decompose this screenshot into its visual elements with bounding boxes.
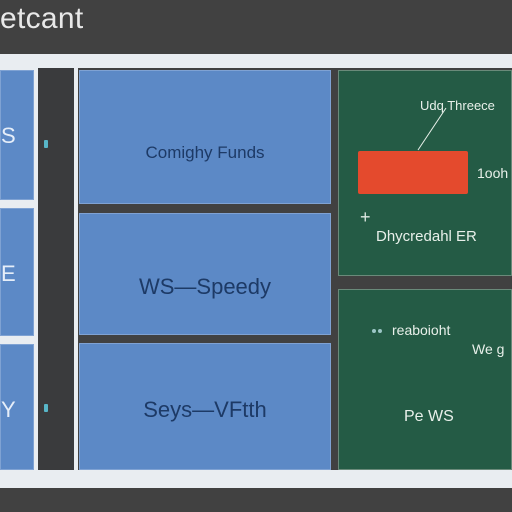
drag-handle-icon[interactable]: [44, 404, 48, 412]
panel-bottom-label-right: We g: [472, 341, 505, 357]
bottom-frame-bar: [0, 470, 512, 488]
left-tile-3[interactable]: Y: [0, 344, 34, 470]
left-tile-label: E: [1, 261, 16, 286]
panel-bottom-label-left: reaboioht: [392, 322, 451, 338]
tile-label: Comighy Funds: [145, 143, 265, 162]
bullet-icon: [378, 329, 382, 333]
left-tile-2[interactable]: E: [0, 208, 34, 336]
right-panel-bottom: [338, 289, 512, 470]
top-frame-bar: [0, 54, 512, 68]
tile-label: WS—Speedy: [138, 274, 272, 299]
primary-action-button[interactable]: [358, 151, 468, 194]
tile-vfth[interactable]: Seys—VFtth: [79, 343, 331, 470]
left-tile-1[interactable]: S: [0, 70, 34, 200]
left-tile-label: S: [1, 123, 16, 148]
tile-label: Seys—VFtth: [143, 397, 267, 422]
drag-handle-icon[interactable]: [44, 140, 48, 148]
plus-icon[interactable]: +: [360, 207, 371, 227]
tile-funds[interactable]: Comighy Funds: [79, 70, 331, 204]
left-tile-label: Y: [1, 397, 16, 422]
tile-speedy[interactable]: WS—Speedy: [79, 213, 331, 335]
scroll-column[interactable]: [38, 68, 74, 470]
panel-heading: Udq Threece: [420, 98, 495, 113]
app-title: etcant: [0, 2, 84, 35]
column-divider: [74, 68, 78, 470]
panel-footer-label: Dhycredahl ER: [376, 228, 477, 245]
bullet-icon: [372, 329, 376, 333]
panel-bottom-footer: Pe WS: [404, 408, 454, 425]
button-side-label: 1ooh: [477, 165, 509, 181]
